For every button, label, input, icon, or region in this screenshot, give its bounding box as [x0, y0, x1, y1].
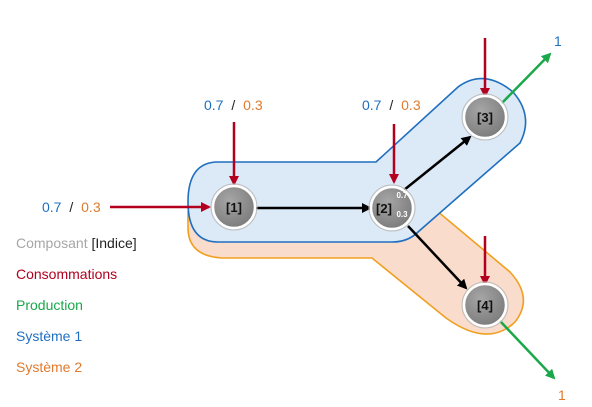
- input-share-label-left: 0.7 / 0.3: [42, 199, 101, 215]
- input-share-label-2: 0.7 / 0.3: [362, 97, 421, 113]
- input-1-share2: 0.3: [243, 97, 263, 113]
- legend-component-text: Composant: [16, 235, 88, 251]
- legend-production: Production: [16, 297, 83, 313]
- input-1-sep: /: [231, 97, 235, 113]
- link-2-3: [403, 135, 472, 191]
- input-left-share1: 0.7: [42, 199, 62, 215]
- component-node-3: [3]: [461, 93, 509, 141]
- legend-index-text: [Indice]: [91, 235, 137, 251]
- node-2-share-bottom: 0.3: [396, 210, 408, 219]
- legend-system2: Système 2: [16, 359, 83, 375]
- input-2-sep: /: [389, 97, 393, 113]
- legend-system1: Système 1: [16, 328, 83, 344]
- node-3-label: [3]: [477, 110, 493, 125]
- input-share-label-1: 0.7 / 0.3: [204, 97, 263, 113]
- output-label-4: 1: [558, 387, 566, 403]
- node-2-share-top: 0.7: [396, 191, 408, 200]
- production-arrow-3: [500, 52, 552, 105]
- component-node-4: [4]: [461, 281, 509, 329]
- production-arrow-4: [499, 320, 556, 380]
- input-2-share1: 0.7: [362, 97, 382, 113]
- input-left-share2: 0.3: [81, 199, 101, 215]
- node-1-label: [1]: [226, 200, 242, 215]
- system1-region: [187, 77, 527, 243]
- node-2-label: [2]: [376, 201, 392, 216]
- node-4-label: [4]: [477, 298, 493, 313]
- input-1-share1: 0.7: [204, 97, 224, 113]
- component-node-2: [2] 0.7 0.3: [368, 184, 416, 232]
- link-2-4: [407, 225, 468, 290]
- output-label-3: 1: [554, 33, 562, 49]
- legend-component: Composant [Indice]: [16, 235, 137, 251]
- legend-consumptions: Consommations: [16, 266, 118, 282]
- component-node-1: [1]: [210, 183, 258, 231]
- input-2-share2: 0.3: [401, 97, 421, 113]
- input-left-sep: /: [69, 199, 73, 215]
